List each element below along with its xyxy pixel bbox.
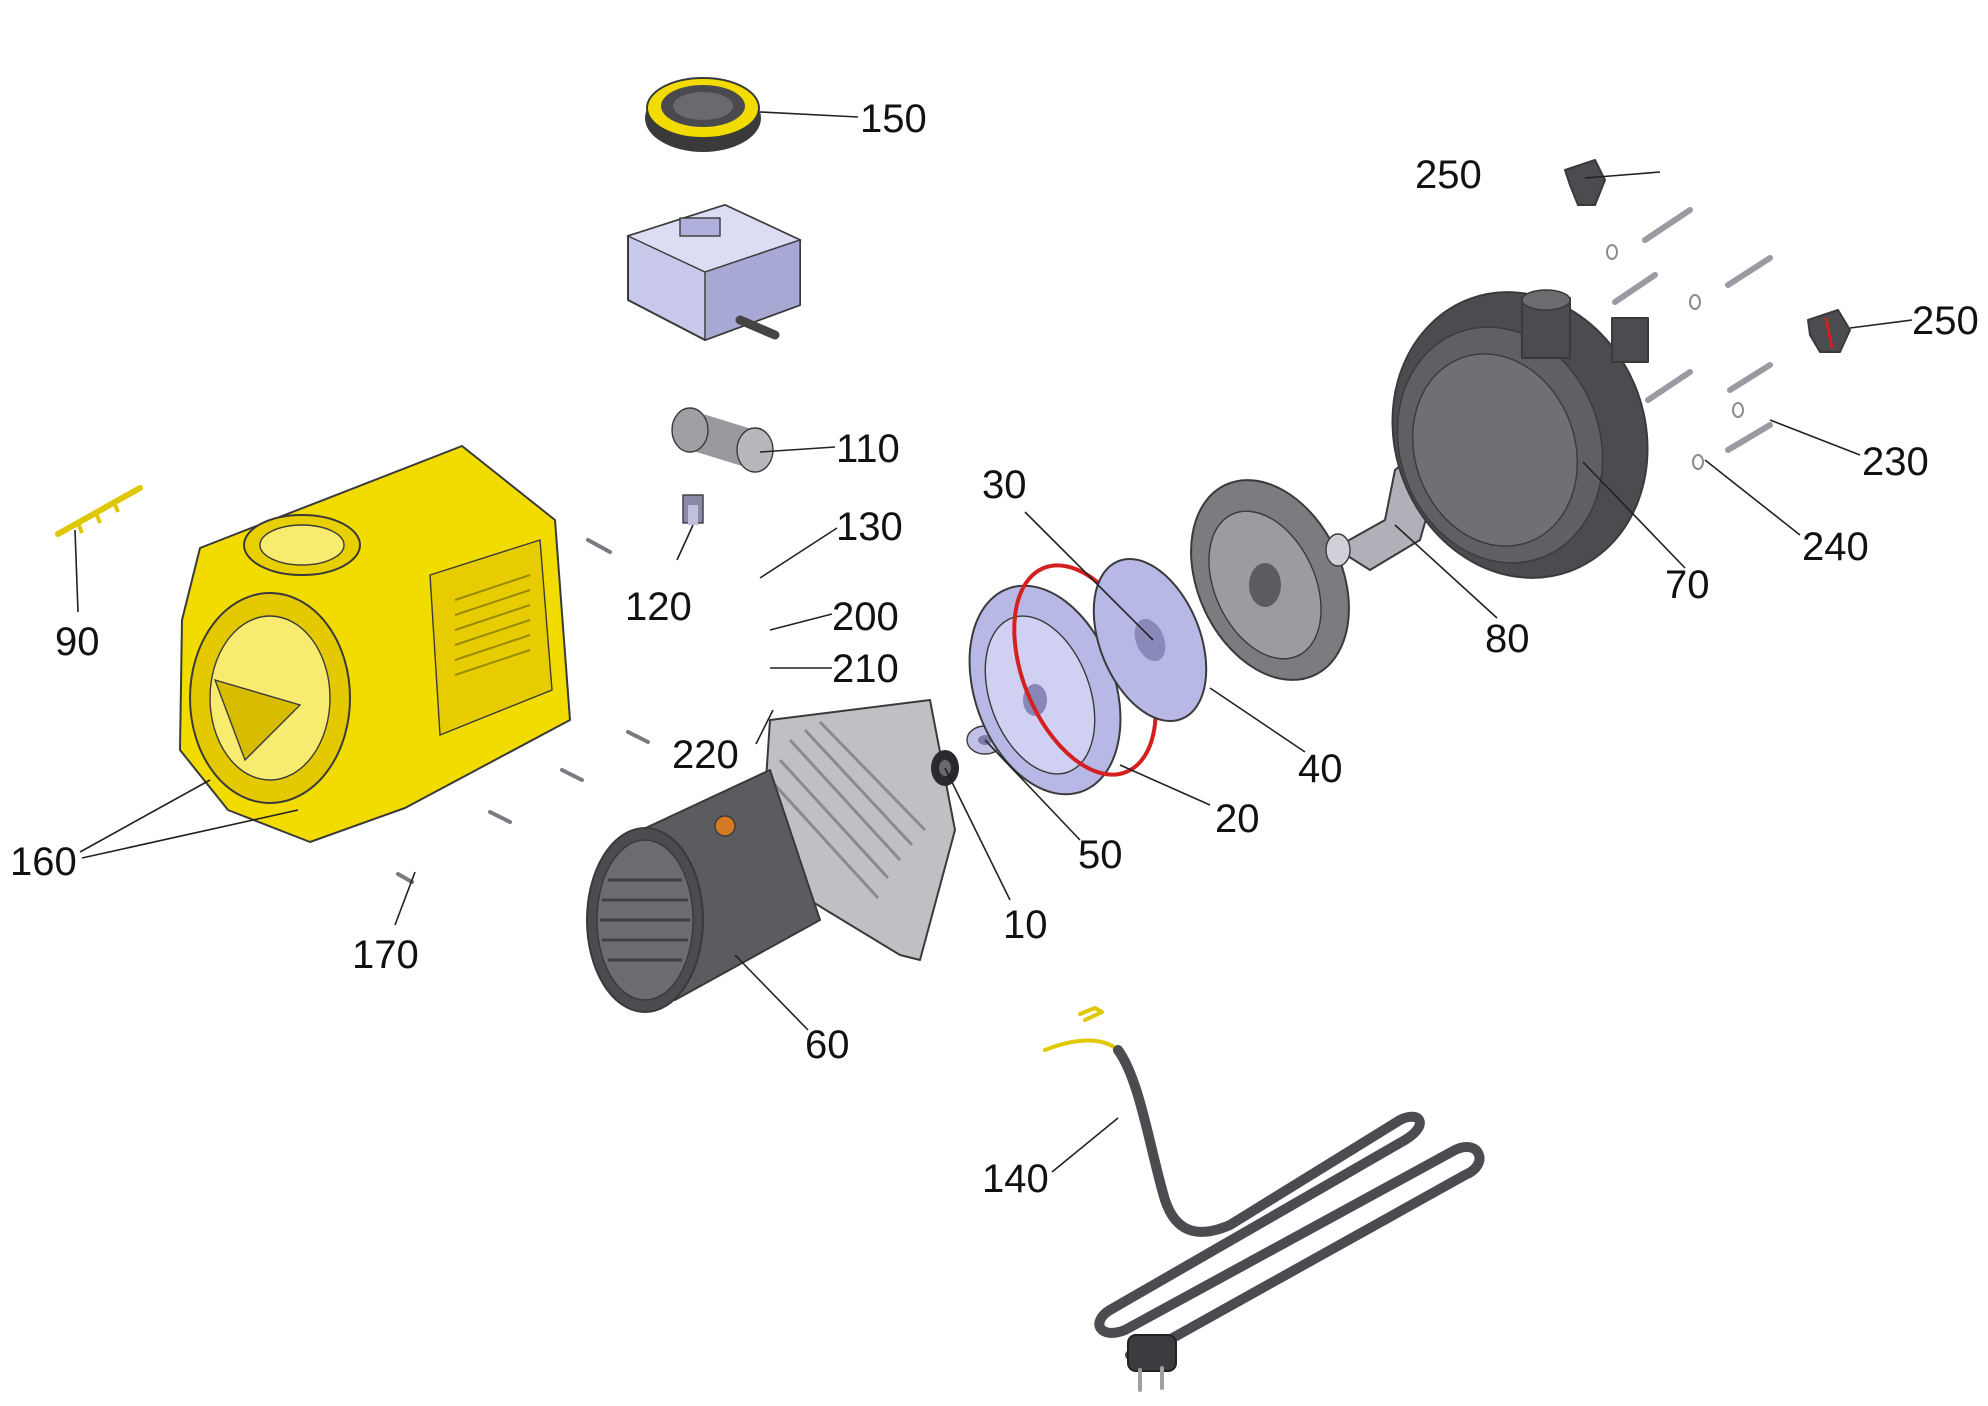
callout-30: 30 [982, 463, 1027, 507]
callout-140: 140 [982, 1157, 1049, 1201]
pump-housing-part [1391, 289, 1649, 579]
callout-120: 120 [625, 585, 692, 629]
yellow-housing-part [179, 445, 571, 843]
motor-part [586, 699, 956, 1013]
callout-60: 60 [805, 1023, 850, 1067]
callout-160: 160 [10, 840, 77, 884]
screw-set-part [396, 538, 650, 884]
callout-10: 10 [1003, 903, 1048, 947]
callout-200: 200 [832, 595, 899, 639]
capacitor-part [671, 407, 774, 473]
fill-plug-part [1807, 309, 1851, 353]
callout-220: 220 [672, 733, 739, 777]
diffuser-part [968, 584, 1122, 796]
callout-110: 110 [836, 427, 900, 471]
drain-plug-part [1564, 159, 1606, 206]
bolt-set-part [1612, 207, 1773, 453]
callout-250-top: 250 [1415, 153, 1482, 197]
filter-cap-part [645, 77, 761, 152]
callout-50: 50 [1078, 833, 1123, 877]
callout-130: 130 [836, 505, 903, 549]
callout-80: 80 [1485, 617, 1530, 661]
washer-set-part [1606, 244, 1744, 470]
callout-labels: 150 110 130 120 200 210 220 30 40 20 50 … [10, 97, 1979, 1201]
callout-170: 170 [352, 933, 419, 977]
callout-240: 240 [1802, 525, 1869, 569]
callout-40: 40 [1298, 747, 1343, 791]
bracket-part [55, 485, 143, 537]
clip-part [682, 494, 704, 525]
pressure-switch-part [626, 204, 802, 342]
leader-lines [74, 111, 1913, 1173]
callout-90: 90 [55, 620, 100, 664]
power-cable-part [1043, 1006, 1485, 1392]
callout-230: 230 [1862, 440, 1929, 484]
callout-20: 20 [1215, 797, 1260, 841]
callout-150: 150 [860, 97, 927, 141]
callout-70: 70 [1665, 563, 1710, 607]
callout-210: 210 [832, 647, 899, 691]
callout-250-right: 250 [1912, 299, 1979, 343]
